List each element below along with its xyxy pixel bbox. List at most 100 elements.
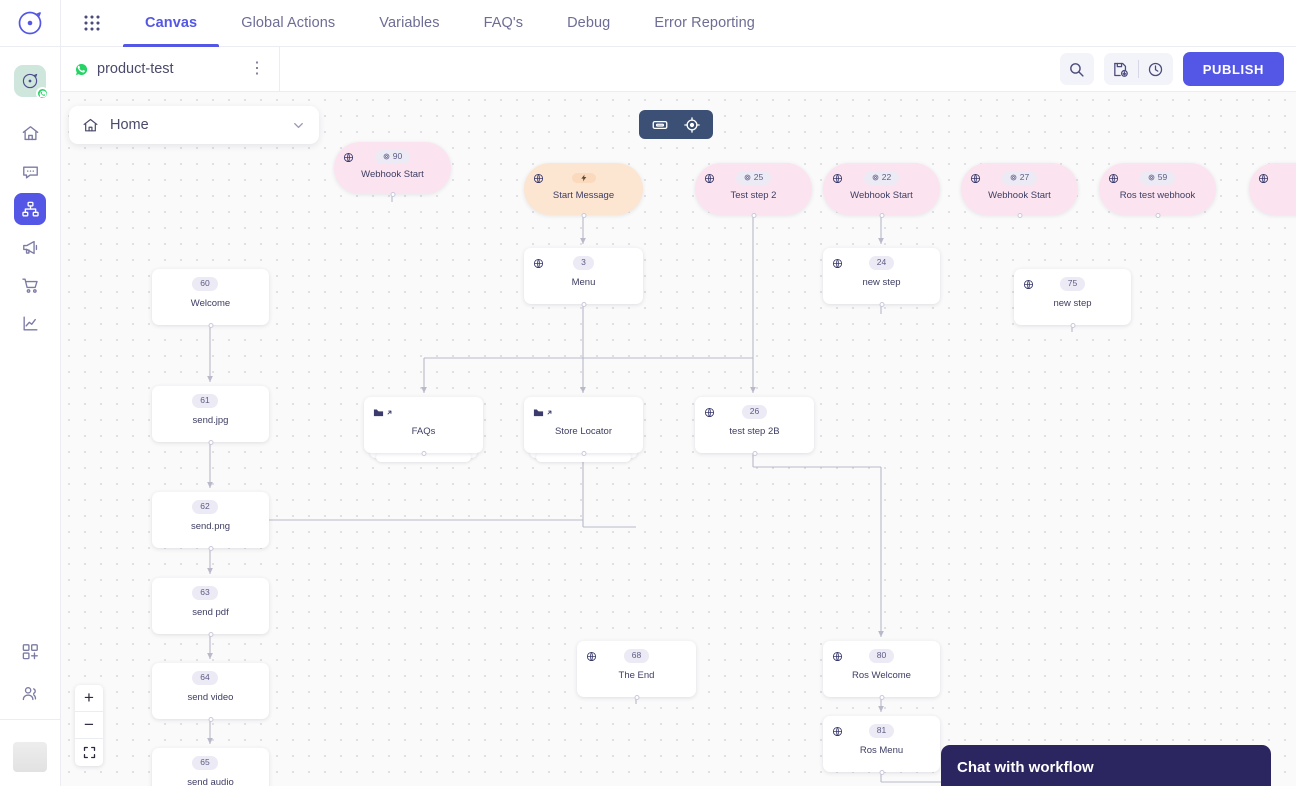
sidebar-item-broadcast[interactable] [14, 231, 46, 263]
node-output-port[interactable] [581, 302, 586, 307]
apps-grid-button[interactable] [61, 13, 123, 33]
node-body[interactable]: Web [1249, 163, 1296, 215]
node-output-port[interactable] [421, 451, 426, 456]
node-output-port[interactable] [208, 632, 213, 637]
node-output-port[interactable] [1017, 213, 1022, 218]
history-button[interactable] [1139, 53, 1173, 85]
project-menu-button[interactable]: ⋮ [249, 60, 265, 77]
node-body[interactable]: FAQs [364, 397, 483, 462]
tab-canvas[interactable]: Canvas [123, 0, 220, 47]
node-output-port[interactable] [581, 451, 586, 456]
node-output-port[interactable] [208, 323, 213, 328]
tab-variables[interactable]: Variables [379, 15, 440, 31]
minimap-button[interactable] [651, 116, 669, 134]
tab-global-actions[interactable]: Global Actions [241, 15, 336, 31]
sidebar-item-apps[interactable] [14, 635, 46, 667]
node-output-port[interactable] [581, 213, 586, 218]
node-output-port[interactable] [879, 213, 884, 218]
tab-error-reporting[interactable]: Error Reporting [654, 15, 755, 31]
avatar[interactable] [13, 742, 47, 772]
node-output-port[interactable] [208, 546, 213, 551]
node-output-port[interactable] [1070, 323, 1075, 328]
sidebar-item-commerce[interactable] [14, 269, 46, 301]
flow-node[interactable]: Web [1249, 163, 1296, 215]
search-button[interactable] [1059, 53, 1094, 85]
node-title: Ros Welcome [852, 669, 911, 681]
publish-button[interactable]: PUBLISH [1182, 52, 1284, 86]
sidebar-item-team[interactable] [14, 677, 46, 709]
sidebar-item-channel[interactable] [14, 65, 49, 100]
node-title: Welcome [190, 297, 231, 309]
sidebar-item-analytics[interactable] [14, 307, 46, 339]
sidebar-item-flows[interactable] [14, 193, 46, 225]
zoom-out-button[interactable]: − [75, 712, 103, 739]
node-output-port[interactable] [879, 770, 884, 775]
tab-debug[interactable]: Debug [567, 15, 611, 31]
node-output-port[interactable] [751, 213, 756, 218]
tab-faqs[interactable]: FAQ's [483, 15, 524, 31]
flow-node[interactable]: Store Locator [524, 397, 643, 462]
node-output-port[interactable] [879, 302, 884, 307]
zoom-in-button[interactable]: + [75, 685, 103, 712]
globe-icon [1108, 173, 1119, 184]
node-output-port[interactable] [390, 192, 395, 197]
node-body[interactable]: Start Message [524, 163, 643, 218]
node-output-port[interactable] [879, 695, 884, 700]
app-logo[interactable] [0, 0, 61, 47]
node-body[interactable]: Store Locator [524, 397, 643, 462]
project-selector[interactable]: product-test ⋮ [61, 46, 280, 92]
fit-screen-button[interactable] [75, 739, 103, 766]
node-output-port[interactable] [752, 451, 757, 456]
flow-node[interactable]: FAQs [364, 397, 483, 462]
flow-canvas[interactable]: Home [61, 92, 1296, 786]
node-output-port[interactable] [1155, 213, 1160, 218]
minimap-icon [652, 120, 668, 129]
sidebar-item-conversations[interactable] [14, 155, 46, 187]
home-folder-selector[interactable]: Home [69, 106, 319, 144]
save-version-button[interactable] [1104, 53, 1138, 85]
node-output-port[interactable] [208, 440, 213, 445]
chat-with-workflow-panel[interactable]: Chat with workflow [941, 745, 1271, 786]
node-output-port[interactable] [634, 695, 639, 700]
recenter-button[interactable] [683, 116, 701, 134]
node-output-port[interactable] [208, 717, 213, 722]
sidebar-item-home[interactable] [14, 117, 46, 149]
flow-node[interactable]: Start Message [524, 163, 643, 218]
